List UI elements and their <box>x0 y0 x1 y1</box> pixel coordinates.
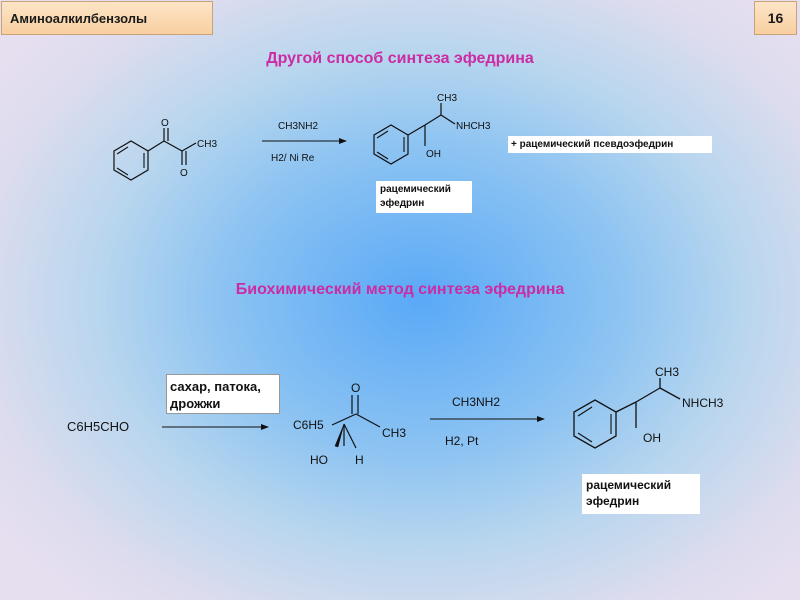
heading-biochemical-method: Биохимический метод синтеза эфедрина <box>235 281 565 298</box>
reagent-3-bottom: H2, Pt <box>445 434 479 448</box>
benzene-ring <box>113 140 149 181</box>
ketone-o1: O <box>161 118 169 129</box>
product-2-label: рацемический эфедрин <box>582 474 700 514</box>
benzene-ring <box>573 399 617 449</box>
start-material-benzaldehyde: C6H5CHO <box>67 419 129 434</box>
page-number: 16 <box>767 10 784 26</box>
reagent-3-top: CH3NH2 <box>452 395 500 409</box>
benzene-ring <box>373 124 409 165</box>
intermediate-structure: O C6H5 CH3 HO H <box>293 381 406 467</box>
ephedrine-structure-1: CH3 NHCH3 OH <box>373 93 491 165</box>
ketone-o2: O <box>180 168 188 179</box>
product-1-oh: OH <box>426 149 441 160</box>
product-1-nhch3: NHCH3 <box>456 121 491 132</box>
intermediate-o: O <box>351 381 360 395</box>
heading-other-method: Другой способ синтеза эфедрина <box>266 50 534 67</box>
product-1-label: рацемический эфедрин <box>376 181 472 213</box>
product-2-nhch3: NHCH3 <box>682 396 724 410</box>
product-1-ch3: CH3 <box>437 93 457 104</box>
intermediate-c6h5: C6H5 <box>293 418 324 432</box>
product-2-ch3: CH3 <box>655 365 679 379</box>
intermediate-ho: HO <box>310 453 328 467</box>
product-2-oh: OH <box>643 431 661 445</box>
section-title: Аминоалкилбензолы <box>10 11 148 26</box>
reagent-1-top: CH3NH2 <box>278 121 318 132</box>
section-title-box: Аминоалкилбензолы <box>1 1 213 35</box>
biochemical-reagent-box: сахар, патока, дрожжи <box>166 374 280 414</box>
page-number-box: 16 <box>754 1 797 35</box>
ketone-ch3: CH3 <box>197 139 217 150</box>
reagent-1-bottom: H2/ Ni Re <box>271 153 315 164</box>
ephedrine-structure-2: CH3 NHCH3 OH <box>573 365 724 449</box>
byproduct-label: + рацемический псевдоэфедрин <box>508 136 712 153</box>
phenylpropanedione-structure: O O CH3 <box>113 118 217 181</box>
intermediate-ch3: CH3 <box>382 426 406 440</box>
intermediate-h: H <box>355 453 364 467</box>
